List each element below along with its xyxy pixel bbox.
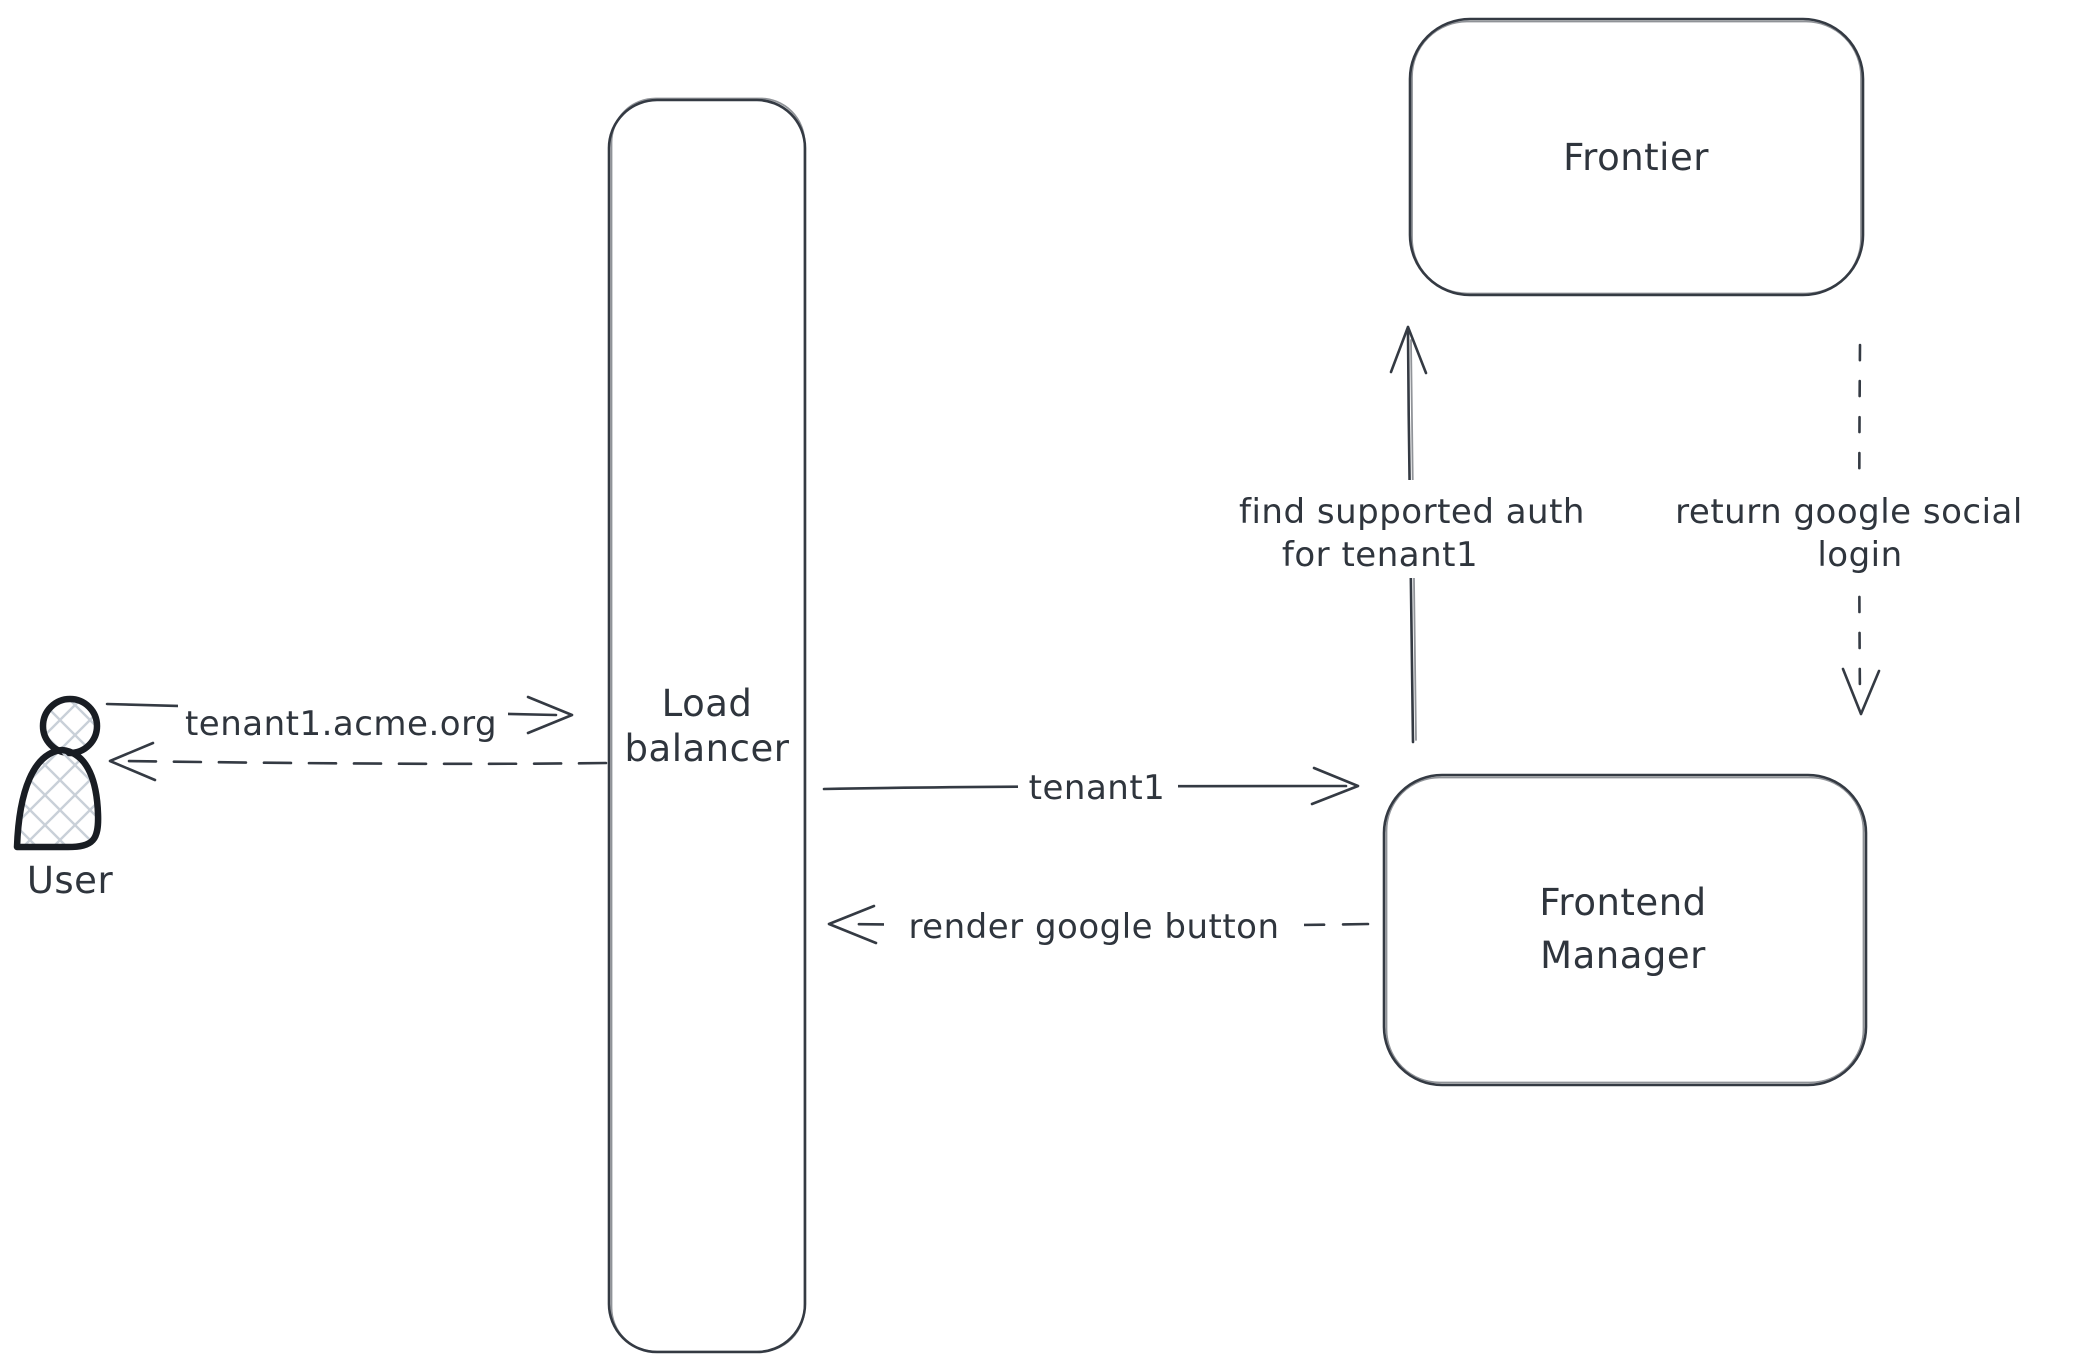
arrowhead-left-icon: [827, 904, 878, 945]
user-actor[interactable]: User: [13, 695, 114, 902]
arrow-user-to-load-balancer[interactable]: tenant1.acme.org: [105, 694, 574, 744]
load-balancer-node[interactable]: Load balancer: [607, 97, 807, 1354]
arrowhead-up-icon: [1389, 325, 1428, 375]
person-icon: [13, 695, 102, 851]
frontend-manager-label-line1: Frontend: [1539, 881, 1706, 924]
frontend-manager-node[interactable]: Frontend Manager: [1382, 773, 1868, 1087]
frontend-manager-label-line2: Manager: [1540, 934, 1706, 977]
edge-label-find-supported-auth-line1: find supported auth: [1239, 492, 1585, 532]
load-balancer-label-line1: Load: [662, 682, 753, 725]
arrow-load-balancer-to-user[interactable]: [108, 741, 608, 782]
arrow-frontend-manager-to-load-balancer[interactable]: render google button: [827, 898, 1370, 950]
frontier-box[interactable]: [1408, 17, 1865, 297]
arrowhead-right-icon: [1310, 766, 1360, 806]
load-balancer-label-line2: balancer: [625, 727, 790, 770]
load-balancer-box[interactable]: [607, 98, 807, 1354]
edge-label-render-google-button: render google button: [908, 907, 1279, 947]
arrow-frontier-to-frontend-manager[interactable]: return google social login: [1652, 343, 2048, 716]
edge-label-tenant1-acme-org: tenant1.acme.org: [185, 704, 497, 744]
edge-label-tenant1: tenant1: [1029, 768, 1166, 808]
edge-label-return-google-social-line2: login: [1817, 535, 1902, 575]
arrowhead-right-icon: [526, 695, 574, 735]
edge-label-find-supported-auth-line2: for tenant1: [1282, 535, 1478, 575]
arrowhead-left-icon: [108, 741, 157, 782]
frontend-manager-box[interactable]: [1382, 773, 1868, 1087]
edge-label-return-google-social-line1: return google social: [1675, 492, 2023, 532]
frontier-node[interactable]: Frontier: [1408, 17, 1865, 297]
frontier-label: Frontier: [1563, 136, 1709, 179]
user-label: User: [27, 859, 114, 902]
arrowhead-down-icon: [1841, 667, 1881, 716]
arrow-load-balancer-to-frontend-manager[interactable]: tenant1: [822, 760, 1360, 808]
arrow-frontend-manager-to-frontier[interactable]: find supported auth for tenant1: [1212, 325, 1608, 744]
